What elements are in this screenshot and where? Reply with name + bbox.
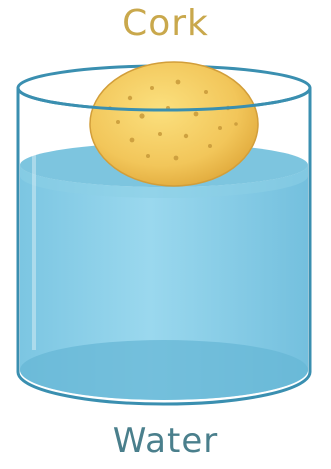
water-label: Water xyxy=(0,420,331,462)
water-bottom xyxy=(20,340,308,400)
cork-ball-icon xyxy=(90,62,258,186)
